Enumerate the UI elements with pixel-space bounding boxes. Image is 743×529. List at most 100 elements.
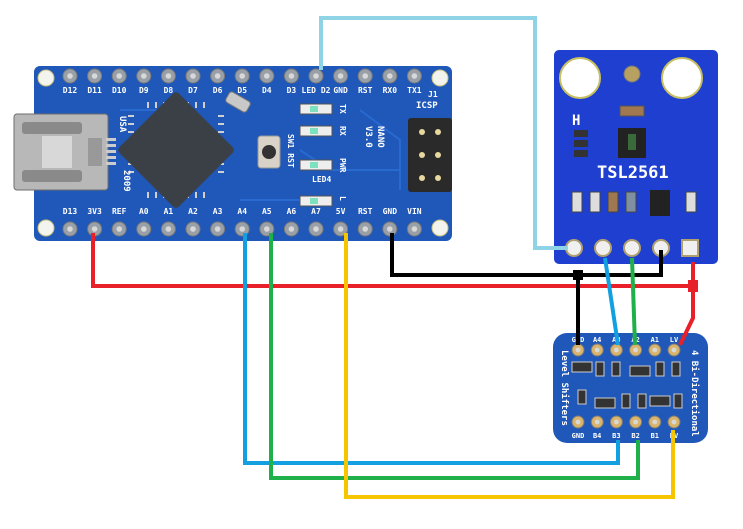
wire-green-scl-sensor xyxy=(630,257,637,346)
wire-lightblue-int xyxy=(319,16,568,250)
nano-top-pin-label: D5 xyxy=(237,86,247,95)
mounting-hole xyxy=(431,69,449,87)
nano-bottom-pin-pad-hole xyxy=(165,226,172,232)
shifter-bottom-pin-label: B3 xyxy=(612,432,620,440)
nano-top-pin-pad-hole xyxy=(387,73,393,79)
nano-bottom-pin-pad-hole xyxy=(313,226,319,232)
shifter-bottom-pin-label: GND xyxy=(572,432,585,440)
nano-top-pin-pad-hole xyxy=(288,73,295,79)
crystal xyxy=(225,91,251,113)
capacitor xyxy=(625,191,637,213)
nano-top-pin-label: D11 xyxy=(87,86,102,95)
nano-bottom-pin-label: REF xyxy=(112,207,127,216)
wires xyxy=(91,16,698,499)
nano-top-pin-label: D7 xyxy=(188,86,198,95)
reset-button[interactable] xyxy=(257,135,281,169)
nano-bottom-pin-label: A3 xyxy=(213,207,223,216)
silk-year: 2009 xyxy=(121,170,131,192)
silk-tx: TX xyxy=(338,104,347,114)
nano-bottom-pin-pad-hole xyxy=(239,226,245,232)
shifter-bottom-pin-pad-hole xyxy=(652,419,658,425)
nano-bottom-pin-pad-hole xyxy=(337,226,344,232)
sensor-pin-pad-square xyxy=(681,239,699,257)
atmega-chip xyxy=(118,92,234,208)
nano-top-pin-label: D4 xyxy=(262,86,272,95)
nano-top-pin-label: LED D2 xyxy=(302,86,331,95)
level-shifter-pcb xyxy=(553,333,708,443)
resistor xyxy=(685,191,697,213)
nano-bottom-pin-label: A4 xyxy=(237,207,247,216)
shifter-bottom-pin-label: B4 xyxy=(593,432,601,440)
nano-bottom-pin-label: GND xyxy=(383,207,398,216)
nano-top-pin-label: D3 xyxy=(287,86,297,95)
shifter-bottom-pin-pad-hole xyxy=(594,419,600,425)
nano-bottom-pin-pad-hole xyxy=(288,226,295,232)
nano-bottom-pin-label: D13 xyxy=(63,207,78,216)
nano-top-pin-label: RX0 xyxy=(383,86,398,95)
nano-top-pin-label: TX1 xyxy=(407,86,422,95)
shifter-bottom-pin-pad-hole xyxy=(575,419,581,425)
nano-top-pin-pad-hole xyxy=(141,73,147,79)
nano-bottom-pin-label: VIN xyxy=(407,207,422,216)
junction-red xyxy=(688,280,698,292)
mounting-hole xyxy=(37,219,55,237)
wire-blue-sda xyxy=(243,233,620,465)
nano-bottom-pin-pad-hole xyxy=(411,226,418,232)
wire-green-scl xyxy=(269,233,640,480)
nano-bottom-pin-label: A0 xyxy=(139,207,149,216)
nano-bottom-pin-pad-hole xyxy=(362,226,369,232)
nano-bottom-pin-label: 5V xyxy=(336,207,346,216)
nano-bottom-pin-pad-hole xyxy=(116,226,122,232)
nano-top-pin-label: D12 xyxy=(63,86,78,95)
tsl2561-sensor-board: H TSL2561 xyxy=(554,50,718,264)
nano-bottom-pin-label: A1 xyxy=(164,207,174,216)
resistor xyxy=(571,191,583,213)
capacitor xyxy=(619,105,645,117)
sensor-pin-pad xyxy=(623,239,641,257)
wire-yellow-5v xyxy=(344,233,675,499)
jumper-pad xyxy=(574,140,588,147)
jumper-pad xyxy=(574,130,588,137)
shifter-top-pin-pad-hole xyxy=(633,347,638,353)
mounting-hole xyxy=(37,69,55,87)
icsp-header xyxy=(408,118,452,192)
nano-top-pin-label: RST xyxy=(358,86,373,95)
shifter-bottom-pin-label: B1 xyxy=(651,432,659,440)
nano-top-pin-pad-hole xyxy=(313,73,319,79)
wire-black-gnd xyxy=(390,233,663,277)
nano-top-pin-label: D6 xyxy=(213,86,223,95)
nano-top-pin-pad-hole xyxy=(67,73,73,79)
silk-j1: J1 xyxy=(428,90,438,99)
nano-bottom-pin-label: RST xyxy=(358,207,373,216)
nano-top-pin-pad-hole xyxy=(165,73,172,79)
nano-top-pin-label: D9 xyxy=(139,86,149,95)
sensor-window xyxy=(628,134,636,150)
shifter-right-text: 4 Bi-Directional xyxy=(689,350,700,437)
shifter-top-pin-label: A1 xyxy=(651,336,659,344)
shifter-bottom-pin-pad-hole xyxy=(671,419,677,425)
shifter-bottom-pin-label: B2 xyxy=(631,432,639,440)
shifter-top-pin-pad-hole xyxy=(652,347,658,353)
shifter-top-pin-label: A4 xyxy=(593,336,601,344)
nano-bottom-pin-pad-hole xyxy=(214,226,221,232)
shifter-top-pin-label: LV xyxy=(670,336,679,344)
nano-bottom-pin-pad-hole xyxy=(67,226,73,232)
junction-black xyxy=(573,270,583,280)
mounting-hole xyxy=(661,57,703,99)
nano-bottom-pin-label: A5 xyxy=(262,207,272,216)
silk-l: L xyxy=(338,196,347,201)
nano-bottom-pin-label: 3V3 xyxy=(87,207,102,216)
nano-bottom-pin-pad-hole xyxy=(91,226,98,232)
shifter-bottom-pin-pad-hole xyxy=(614,419,619,425)
resistor xyxy=(589,191,601,213)
nano-top-pin-pad-hole xyxy=(337,73,344,79)
shifter-bottom-pin-pad-hole xyxy=(633,419,638,425)
silk-nano: NANO xyxy=(375,126,385,148)
nano-top-pin-pad-hole xyxy=(239,73,245,79)
nano-bottom-pin-label: A7 xyxy=(311,207,321,216)
shifter-top-pin-pad-hole xyxy=(671,347,677,353)
nano-top-pin-pad-hole xyxy=(116,73,122,79)
sensor-marker: H xyxy=(572,113,580,129)
